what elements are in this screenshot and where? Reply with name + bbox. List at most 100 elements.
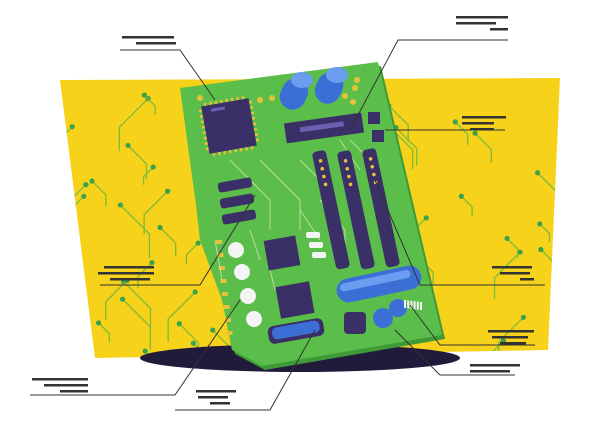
leader-line: [409, 304, 535, 346]
trace-line: [388, 105, 409, 142]
edge-pin: [226, 331, 233, 335]
trace-dot: [176, 321, 182, 327]
trace-dot: [195, 240, 201, 246]
trace-dot: [520, 314, 527, 320]
leader-line: [394, 329, 515, 376]
trace-dot: [142, 348, 148, 354]
label-top-left: [122, 36, 176, 45]
trace-dot: [210, 327, 216, 333]
trace-dot: [81, 193, 87, 199]
trace-line: [159, 227, 177, 257]
trace-line: [123, 281, 152, 331]
trace-line: [143, 94, 156, 115]
slot-pin: [347, 174, 351, 179]
label-placeholder-line: [520, 278, 534, 281]
slot-pin: [343, 159, 348, 163]
gold-pads-top: [197, 77, 360, 105]
trace-dot: [517, 249, 523, 255]
microcontroller-chip: [198, 95, 260, 157]
gold-pad: [342, 93, 348, 99]
trace-dot: [538, 246, 544, 253]
label-bottom-left: [32, 378, 88, 393]
trace-dot: [83, 182, 89, 188]
leader-line: [175, 329, 316, 411]
label-placeholder-line: [110, 278, 150, 281]
trace-dot: [150, 164, 156, 170]
label-placeholder-line: [490, 28, 508, 31]
trace-dot: [95, 320, 102, 326]
gold-pad: [354, 77, 360, 83]
leader-lines: [30, 39, 545, 411]
edge-pin: [220, 279, 227, 283]
trace-dot: [119, 296, 126, 302]
small-capacitors: [344, 299, 422, 334]
slot-pin: [368, 157, 373, 161]
board-trace: [249, 229, 261, 261]
label-placeholder-line: [456, 16, 508, 19]
oval-capacitor: [336, 265, 422, 303]
slot-pin: [318, 159, 323, 163]
trace-line: [388, 126, 414, 170]
memory-chip: [283, 112, 365, 144]
leader-line: [374, 179, 545, 286]
label-placeholder-line: [32, 378, 88, 381]
label-placeholder-line: [98, 272, 154, 275]
trace-line: [118, 98, 149, 152]
slot-pin: [323, 182, 328, 187]
trace-line: [91, 180, 107, 207]
dip-switch-pin: [416, 301, 419, 310]
leader-line: [120, 49, 216, 101]
label-placeholder-line: [488, 330, 534, 333]
label-placeholder-line: [60, 390, 88, 393]
label-placeholder-line: [470, 364, 520, 367]
dip-switch-pin: [404, 300, 406, 308]
label-left-middle: [98, 266, 154, 281]
trace-dot: [149, 259, 155, 266]
expansion-slots: [312, 148, 400, 270]
label-placeholder-line: [470, 370, 510, 373]
trace-dot: [117, 202, 123, 208]
small-transistors: [368, 112, 384, 142]
trace-dot: [537, 221, 543, 227]
large-capacitors: [279, 67, 348, 110]
trace-dot: [423, 215, 429, 221]
dip-switch-pin: [420, 302, 422, 310]
slot-pin: [348, 182, 353, 187]
resistor-array: [217, 177, 257, 225]
label-placeholder-line: [470, 128, 494, 131]
edge-connector: [216, 240, 233, 335]
board-trace: [269, 269, 276, 291]
trace-dot: [458, 193, 464, 199]
trace-line: [98, 322, 110, 343]
board-trace: [259, 159, 301, 230]
trace-line: [539, 223, 551, 242]
edge-pin: [219, 266, 225, 270]
label-placeholder-line: [122, 36, 174, 39]
trace-dot: [125, 142, 131, 149]
trace-line: [105, 280, 128, 320]
trace-line: [167, 291, 196, 342]
label-placeholder-line: [104, 266, 154, 269]
trace-dot: [534, 170, 541, 176]
trace-line: [460, 195, 473, 217]
dip-switch-pin: [413, 301, 416, 310]
white-buttons: [228, 242, 262, 327]
edge-pin: [225, 318, 231, 322]
dip-switch-pin: [407, 300, 410, 309]
slot-pin: [370, 164, 375, 169]
label-placeholder-line: [198, 396, 228, 399]
pcb-board: [180, 62, 445, 370]
leader-line: [349, 39, 508, 131]
leader-line: [30, 299, 241, 396]
expansion-slot: [312, 150, 350, 270]
trace-line: [454, 121, 469, 145]
trace-dot: [164, 188, 171, 194]
trace-line: [395, 127, 418, 166]
trace-dot: [157, 224, 163, 231]
label-bottom-right: [470, 364, 520, 373]
trace-dot: [141, 92, 147, 98]
label-right-upper: [462, 116, 506, 131]
trace-dot: [472, 130, 478, 136]
label-placeholder-line: [210, 402, 230, 405]
trace-line: [185, 242, 199, 265]
